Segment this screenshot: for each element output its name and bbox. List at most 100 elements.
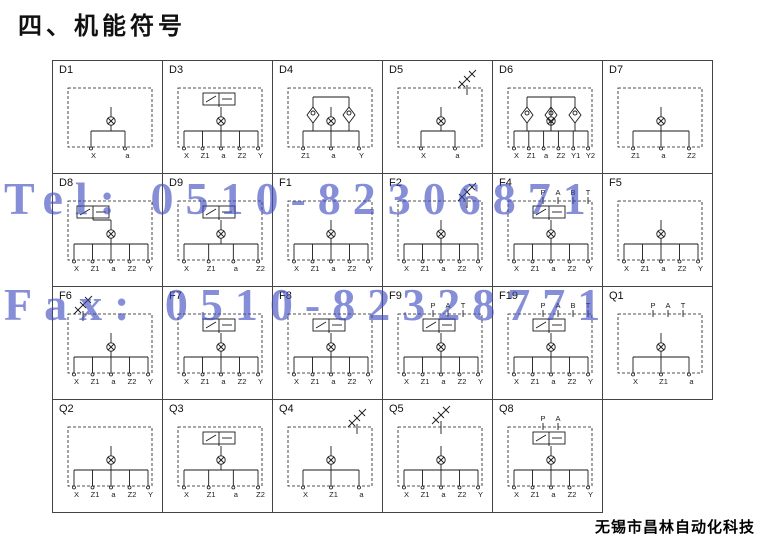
port-label: a [551,264,556,273]
port-dot [72,259,76,264]
symbol-code: F5 [609,177,622,189]
port-dot [146,259,150,264]
port-dot [256,372,260,377]
orifice-symbol [327,117,335,125]
port-dot [123,146,127,151]
symbol-code: F6 [59,290,72,302]
top-port-label: A [555,301,560,310]
port-dot [571,146,576,151]
symbol-code: Q4 [279,403,294,415]
port-dot [439,485,443,490]
port-dot [206,485,211,490]
port-dot [439,372,443,377]
port-dot [420,259,425,264]
port-dot [586,485,590,490]
drain-arrow-symbol [437,411,445,419]
top-port-label: P [540,301,545,310]
port-dot [90,485,95,490]
port-label: Z2 [678,264,687,273]
port-label: Z1 [207,490,216,499]
port-dot [231,485,236,490]
port-dot [402,259,406,264]
port-dot [301,146,305,151]
orifice-symbol [217,343,225,351]
port-dot [457,372,462,377]
port-label: a [234,490,239,499]
symbol-code: Q1 [609,290,624,302]
port-label: Y [478,490,483,499]
port-label: Z1 [631,151,640,160]
top-port-label: A [665,301,670,310]
port-label: Y [148,264,153,273]
port-label: a [551,490,556,499]
top-port-label: T [461,301,466,310]
port-label: X [404,377,409,386]
port-dot [146,372,150,377]
port-dot [256,146,260,151]
port-label: a [551,377,556,386]
port-dot [200,372,205,377]
port-dot [677,259,682,264]
port-label: Z1 [641,264,650,273]
port-label: Z2 [256,490,265,499]
port-label: a [111,490,116,499]
orifice-symbol [547,343,555,351]
orifice-symbol [327,343,335,351]
port-dot [439,259,443,264]
port-dot [301,485,305,490]
drain-arrow-symbol [432,416,440,424]
port-label: X [74,264,79,273]
port-label: Z1 [311,264,320,273]
port-dot [549,372,553,377]
port-dot [586,259,590,264]
port-dot [329,146,333,151]
port-label: Z2 [568,377,577,386]
port-label: Y2 [586,151,595,160]
port-label: X [184,377,189,386]
symbol-code: D3 [169,64,184,76]
port-dot [366,372,370,377]
top-port-label: P [430,301,435,310]
port-dot [329,485,333,490]
drain-arrow-symbol [463,188,471,196]
port-label: a [111,377,116,386]
valve-body-symbol [205,95,217,103]
symbol-code: F7 [169,290,182,302]
port-label: Z2 [568,264,577,273]
symbol-code: F1 [279,177,292,189]
port-label: X [633,377,638,386]
orifice-symbol [547,456,555,464]
enclosure-box [177,426,263,487]
top-port-label: B [570,301,575,310]
enclosure-box [67,87,153,148]
drain-arrow-symbol [468,70,476,78]
port-label: X [404,490,409,499]
orifice-symbol [107,343,115,351]
symbol-code: Q3 [169,403,184,415]
port-label: Z1 [91,377,100,386]
port-dot [72,372,76,377]
port-dot [567,259,572,264]
port-dot [292,372,296,377]
page-title: 四、机能符号 [18,13,186,40]
symbol-code: D7 [609,64,624,76]
port-label: Y [478,377,483,386]
orifice-symbol [437,117,445,125]
symbol-code: F8 [279,290,292,302]
port-label: Z1 [329,490,338,499]
port-label: Z1 [527,151,536,160]
port-dot [640,259,645,264]
